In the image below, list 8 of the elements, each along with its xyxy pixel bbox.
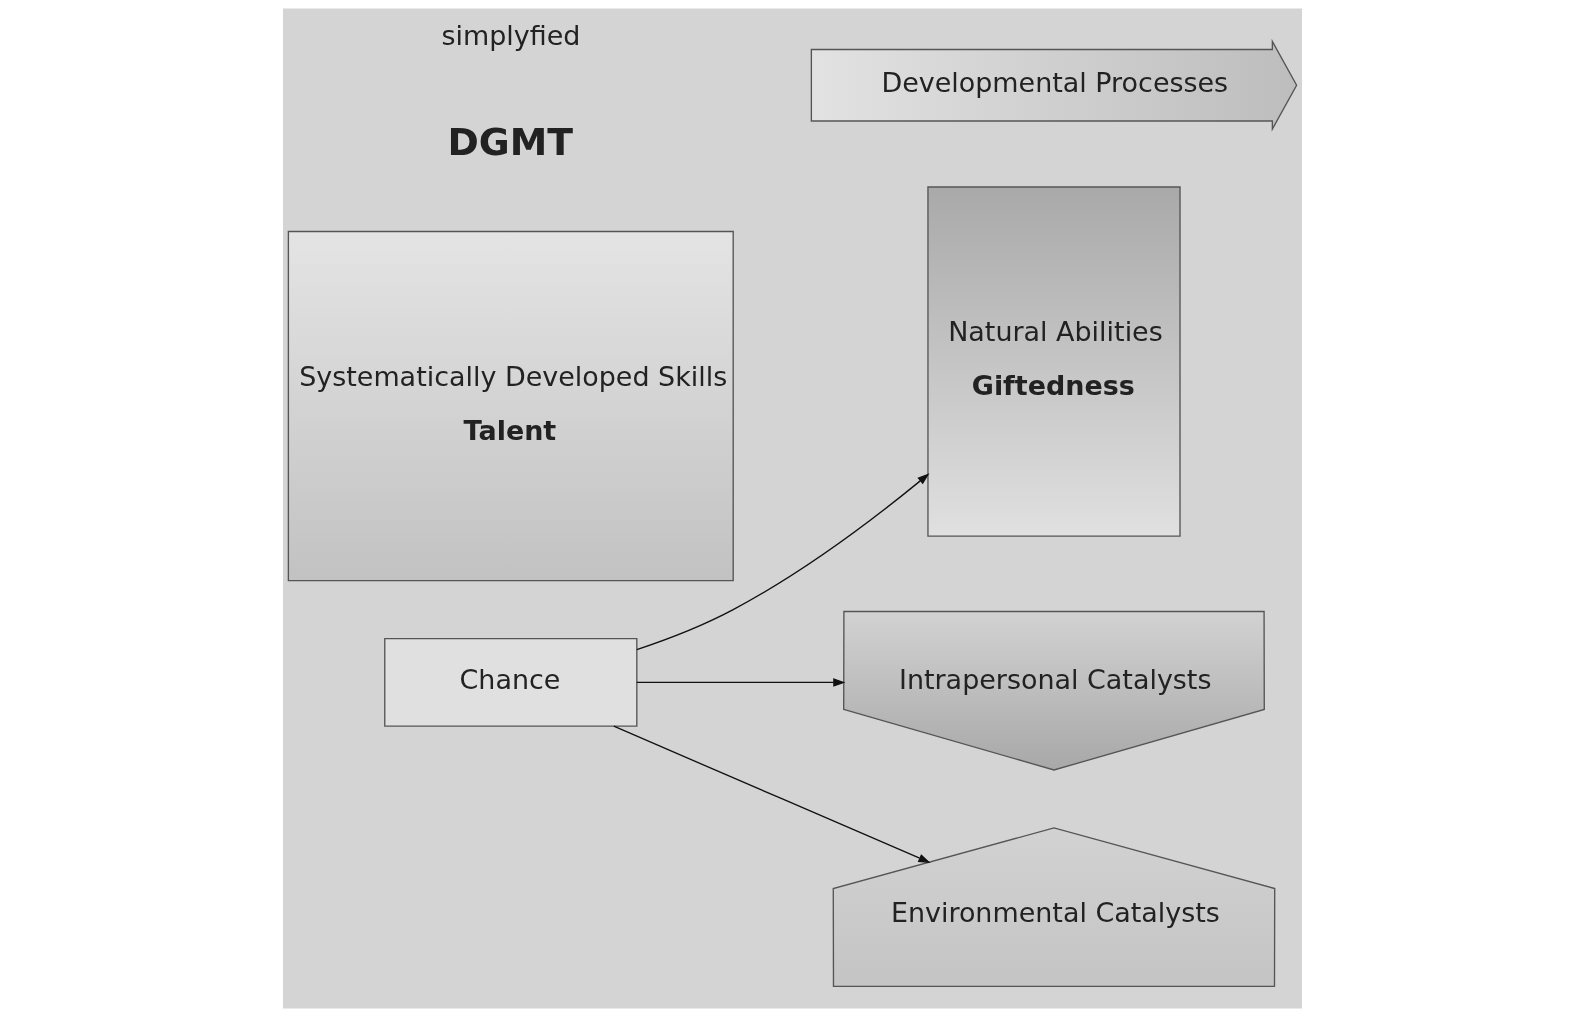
label: simplyfied <box>441 19 581 51</box>
arrow <box>636 473 930 651</box>
node-box: Chance <box>384 637 638 727</box>
node-box: Systematically Developed Skills Talent <box>287 230 734 582</box>
node-box: Natural Abilities Giftedness <box>927 186 1181 537</box>
label: DGMT <box>447 120 574 165</box>
arrow <box>636 678 846 687</box>
arrow <box>613 725 931 863</box>
